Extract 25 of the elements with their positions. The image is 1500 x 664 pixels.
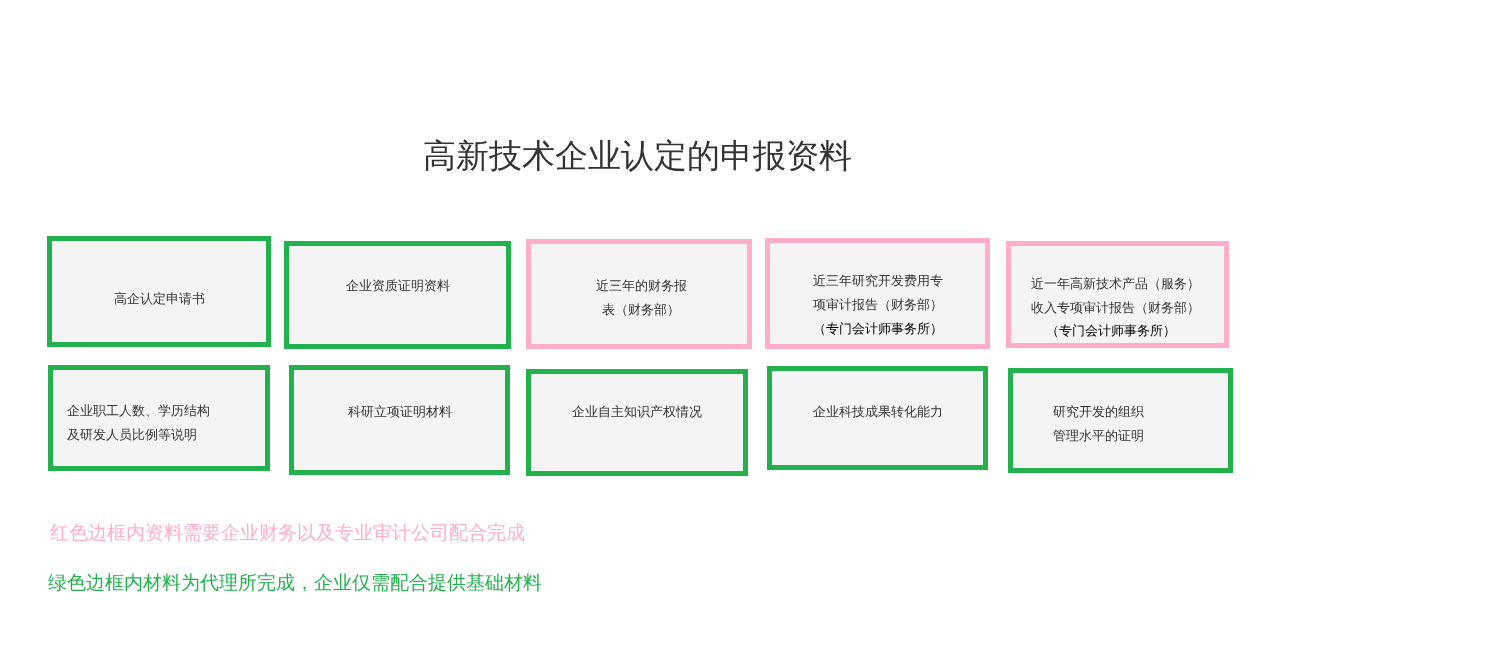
- note-text: 红色边框内资料需要企业财务以及专业审计公司配合完成: [50, 520, 525, 545]
- document-box: [526, 239, 752, 349]
- box-subtext: （专门会计师事务所）: [1045, 322, 1177, 340]
- box-subtext: （专门会计师事务所）: [811, 320, 944, 338]
- document-box: [284, 241, 511, 349]
- box-text: 近三年的财务报表（财务部）: [594, 277, 688, 319]
- title: 高新技术企业认定的申报资料: [422, 135, 853, 177]
- box-text: 科研立项证明材料: [346, 403, 453, 421]
- box-text: 企业科技成果转化能力: [811, 403, 944, 421]
- box-text: 企业职工人数、学历结构及研发人员比例等说明: [67, 402, 211, 444]
- note-text: 绿色边框内材料为代理所完成，企业仅需配合提供基础材料: [48, 570, 542, 595]
- box-text: 企业资质证明资料: [344, 277, 451, 295]
- document-box: [1008, 368, 1233, 473]
- document-box: [289, 365, 510, 475]
- document-box: [526, 369, 748, 476]
- document-box: [47, 236, 271, 347]
- document-box: [1006, 241, 1229, 348]
- document-box: [765, 238, 990, 349]
- box-text: 高企认定申请书: [112, 290, 206, 308]
- box-text: 研究开发的组织管理水平的证明: [1053, 403, 1145, 445]
- document-box: [48, 365, 270, 471]
- box-text: 企业自主知识产权情况: [571, 403, 703, 421]
- box-text: 近三年研究开发费用专项审计报告（财务部）: [811, 272, 944, 314]
- document-box: [767, 366, 988, 470]
- box-text: 近一年高新技术产品（服务）收入专项审计报告（财务部）: [1031, 275, 1201, 317]
